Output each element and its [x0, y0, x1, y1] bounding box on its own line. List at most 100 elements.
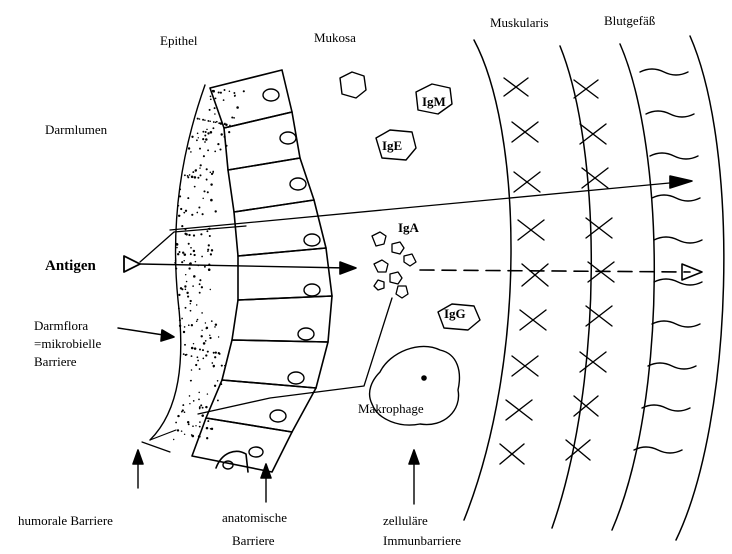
- flora-dot: [184, 285, 186, 287]
- flora-dot: [184, 228, 186, 230]
- flora-dot: [224, 89, 226, 91]
- flora-dot: [186, 281, 188, 283]
- flora-dot: [181, 430, 183, 432]
- label-makrophage: Makrophage: [358, 401, 424, 416]
- flora-dot: [206, 437, 208, 439]
- flora-dot: [202, 358, 204, 360]
- flora-dot: [208, 228, 210, 230]
- flora-dot: [193, 400, 195, 402]
- epithelial-cell: [234, 200, 326, 256]
- flora-dot: [209, 335, 211, 337]
- flora-dot: [223, 99, 225, 101]
- flora-dot: [206, 168, 208, 170]
- flora-dot: [209, 337, 211, 339]
- flora-dot: [220, 92, 222, 94]
- flora-dot: [218, 352, 220, 354]
- zellulaere-arrowhead: [409, 450, 419, 464]
- iga-cluster: [372, 232, 416, 298]
- flora-dot: [206, 327, 209, 330]
- flora-dot: [225, 145, 227, 147]
- flora-dot: [219, 148, 221, 150]
- flora-dot: [209, 109, 211, 111]
- flora-dot: [188, 267, 190, 269]
- label-anatomische-1: anatomische: [222, 510, 287, 525]
- flora-dot: [199, 167, 200, 168]
- flora-dot: [205, 131, 207, 133]
- flora-dot: [215, 351, 217, 353]
- layer-arc-3: [612, 44, 654, 530]
- label-darmlumen: Darmlumen: [45, 122, 107, 137]
- flora-dot: [190, 310, 192, 312]
- flora-dot: [184, 174, 186, 176]
- flora-dot: [201, 335, 203, 337]
- flora-dot: [193, 275, 196, 278]
- label-humorale: humorale Barriere: [18, 513, 113, 528]
- tissue-layer-arcs: [464, 36, 724, 540]
- antigen-arrowhead: [340, 262, 356, 274]
- flora-dot: [198, 392, 200, 394]
- flora-dot: [182, 252, 184, 254]
- label-zellulaere-1: zelluläre: [383, 513, 428, 528]
- flora-dot: [186, 354, 188, 356]
- flora-dot: [202, 213, 204, 215]
- flora-dot: [234, 95, 235, 96]
- flora-dot: [214, 385, 216, 387]
- flora-dot: [190, 263, 192, 265]
- label-antigen: Antigen: [45, 258, 96, 275]
- flora-dot: [213, 352, 215, 354]
- flora-dot: [185, 274, 186, 275]
- flora-dot: [194, 176, 197, 179]
- flora-dot: [192, 425, 194, 427]
- flora-dot: [189, 395, 191, 397]
- flora-dot: [191, 347, 194, 350]
- flora-dot: [195, 261, 197, 263]
- flora-dot: [179, 325, 181, 327]
- flora-dot: [204, 266, 206, 268]
- macrophage-nucleus: [422, 376, 426, 380]
- flora-dot: [214, 356, 216, 358]
- flora-dot: [207, 250, 209, 252]
- flora-dot: [207, 351, 209, 353]
- lower-transport-line: [198, 298, 392, 414]
- flora-dot: [175, 258, 177, 260]
- flora-dot: [208, 263, 210, 265]
- flora-dot: [206, 427, 209, 430]
- lumen-lower-strokes: [142, 430, 176, 452]
- flora-dot: [185, 210, 187, 212]
- flora-dot: [192, 285, 194, 287]
- antigen-main-line: [140, 264, 348, 268]
- flora-dot: [190, 300, 192, 302]
- flora-dot: [203, 155, 205, 157]
- flora-dot: [191, 214, 193, 216]
- flora-dot: [190, 303, 192, 305]
- flora-dot: [175, 260, 177, 262]
- flora-dot: [207, 149, 209, 151]
- flora-dot: [203, 190, 205, 192]
- flora-dot: [202, 119, 204, 121]
- flora-dot: [224, 136, 226, 138]
- flora-dot: [213, 121, 215, 123]
- flora-dot: [187, 176, 189, 178]
- flora-dot: [193, 250, 195, 252]
- flora-dot: [188, 243, 190, 245]
- epithelial-cells: [192, 70, 332, 472]
- flora-dot: [191, 324, 193, 326]
- flora-dot: [202, 407, 204, 409]
- epithelial-cell: [238, 248, 332, 300]
- flora-dot: [205, 138, 208, 141]
- epithelial-cell: [228, 158, 314, 212]
- flora-dot: [183, 212, 185, 214]
- flora-dot: [199, 368, 201, 370]
- flora-dot: [214, 107, 216, 109]
- flora-dot: [220, 133, 222, 135]
- flora-dot: [211, 320, 213, 322]
- flora-dot: [211, 173, 213, 175]
- flora-dot: [236, 106, 239, 109]
- flora-dot: [209, 235, 211, 237]
- flora-dot: [206, 179, 208, 181]
- flora-dot: [189, 174, 191, 176]
- antigen-line-upper: [140, 226, 246, 262]
- flora-dot: [180, 287, 182, 289]
- flora-dot: [217, 380, 219, 382]
